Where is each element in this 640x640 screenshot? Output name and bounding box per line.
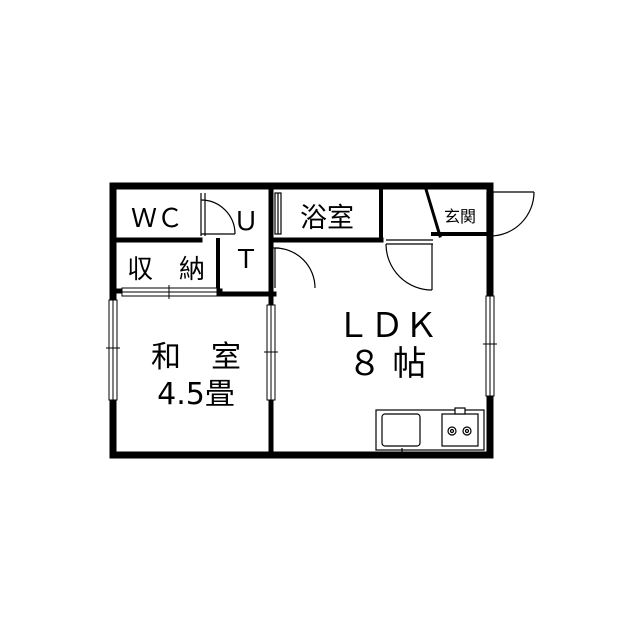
storage-sliding-door <box>121 285 218 299</box>
ldk-name-label: ＬＤＫ <box>336 306 438 346</box>
bath-door <box>274 192 282 235</box>
doors <box>200 191 535 291</box>
ldk-size-label: ８ 帖 <box>348 344 427 384</box>
ut-label-u: Ｕ <box>233 207 259 237</box>
sink-icon <box>381 413 421 452</box>
washitsu-name-label: 和 室 <box>151 340 241 375</box>
wc-label: ＷＣ <box>131 204 183 234</box>
room-labels: ＷＣ Ｕ Ｔ 浴室 玄関 収 納 和 室 4.5畳 ＬＤＫ ８ 帖 <box>127 203 476 412</box>
windows <box>106 285 497 401</box>
storage-label: 収 納 <box>127 255 205 285</box>
kitchen-counter <box>375 407 485 452</box>
bath-label: 浴室 <box>300 203 354 234</box>
ut-door <box>271 247 316 289</box>
gas-stove-icon <box>441 407 479 447</box>
ldk-door <box>385 239 433 291</box>
window-left <box>106 299 120 401</box>
entrance-label: 玄関 <box>444 207 476 226</box>
wc-door <box>200 193 236 236</box>
entrance-door <box>486 191 535 237</box>
washitsu-sliding-door <box>264 304 278 401</box>
window-right <box>483 295 497 397</box>
ut-label-t: Ｔ <box>233 245 259 275</box>
washitsu-size-label: 4.5畳 <box>157 377 235 412</box>
